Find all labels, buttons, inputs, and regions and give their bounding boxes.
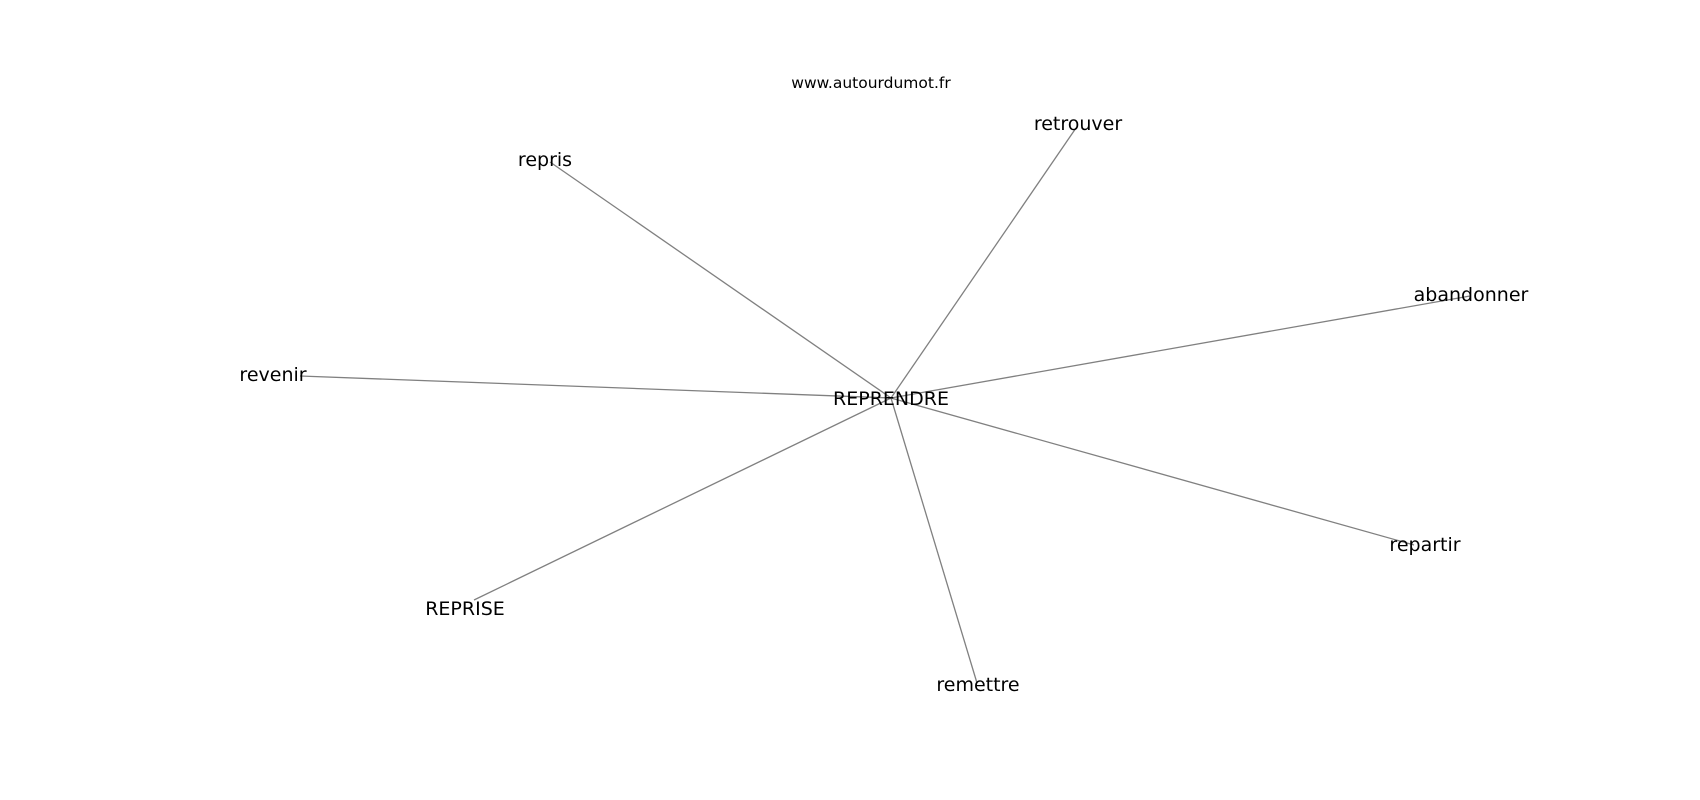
node-abandonner[interactable]: abandonner (1414, 284, 1529, 306)
node-repartir[interactable]: repartir (1389, 534, 1460, 556)
edge-revenir (299, 375, 892, 399)
edge-repartir (890, 397, 1415, 546)
edge-repris (549, 161, 892, 399)
labels-group: www.autourdumot.fr REPRENDRE repris retr… (239, 74, 1528, 696)
edge-retrouver (890, 127, 1077, 399)
node-retrouver[interactable]: retrouver (1034, 113, 1123, 135)
watermark-text[interactable]: www.autourdumot.fr (791, 74, 951, 92)
node-repris[interactable]: repris (518, 149, 572, 171)
edge-remettre (890, 397, 978, 684)
edge-reprise (473, 397, 892, 601)
edges-group (299, 127, 1471, 684)
node-reprise[interactable]: REPRISE (425, 598, 505, 620)
node-remettre[interactable]: remettre (936, 674, 1019, 696)
node-revenir[interactable]: revenir (239, 364, 306, 386)
node-center[interactable]: REPRENDRE (833, 388, 949, 410)
edge-abandonner (890, 295, 1471, 399)
